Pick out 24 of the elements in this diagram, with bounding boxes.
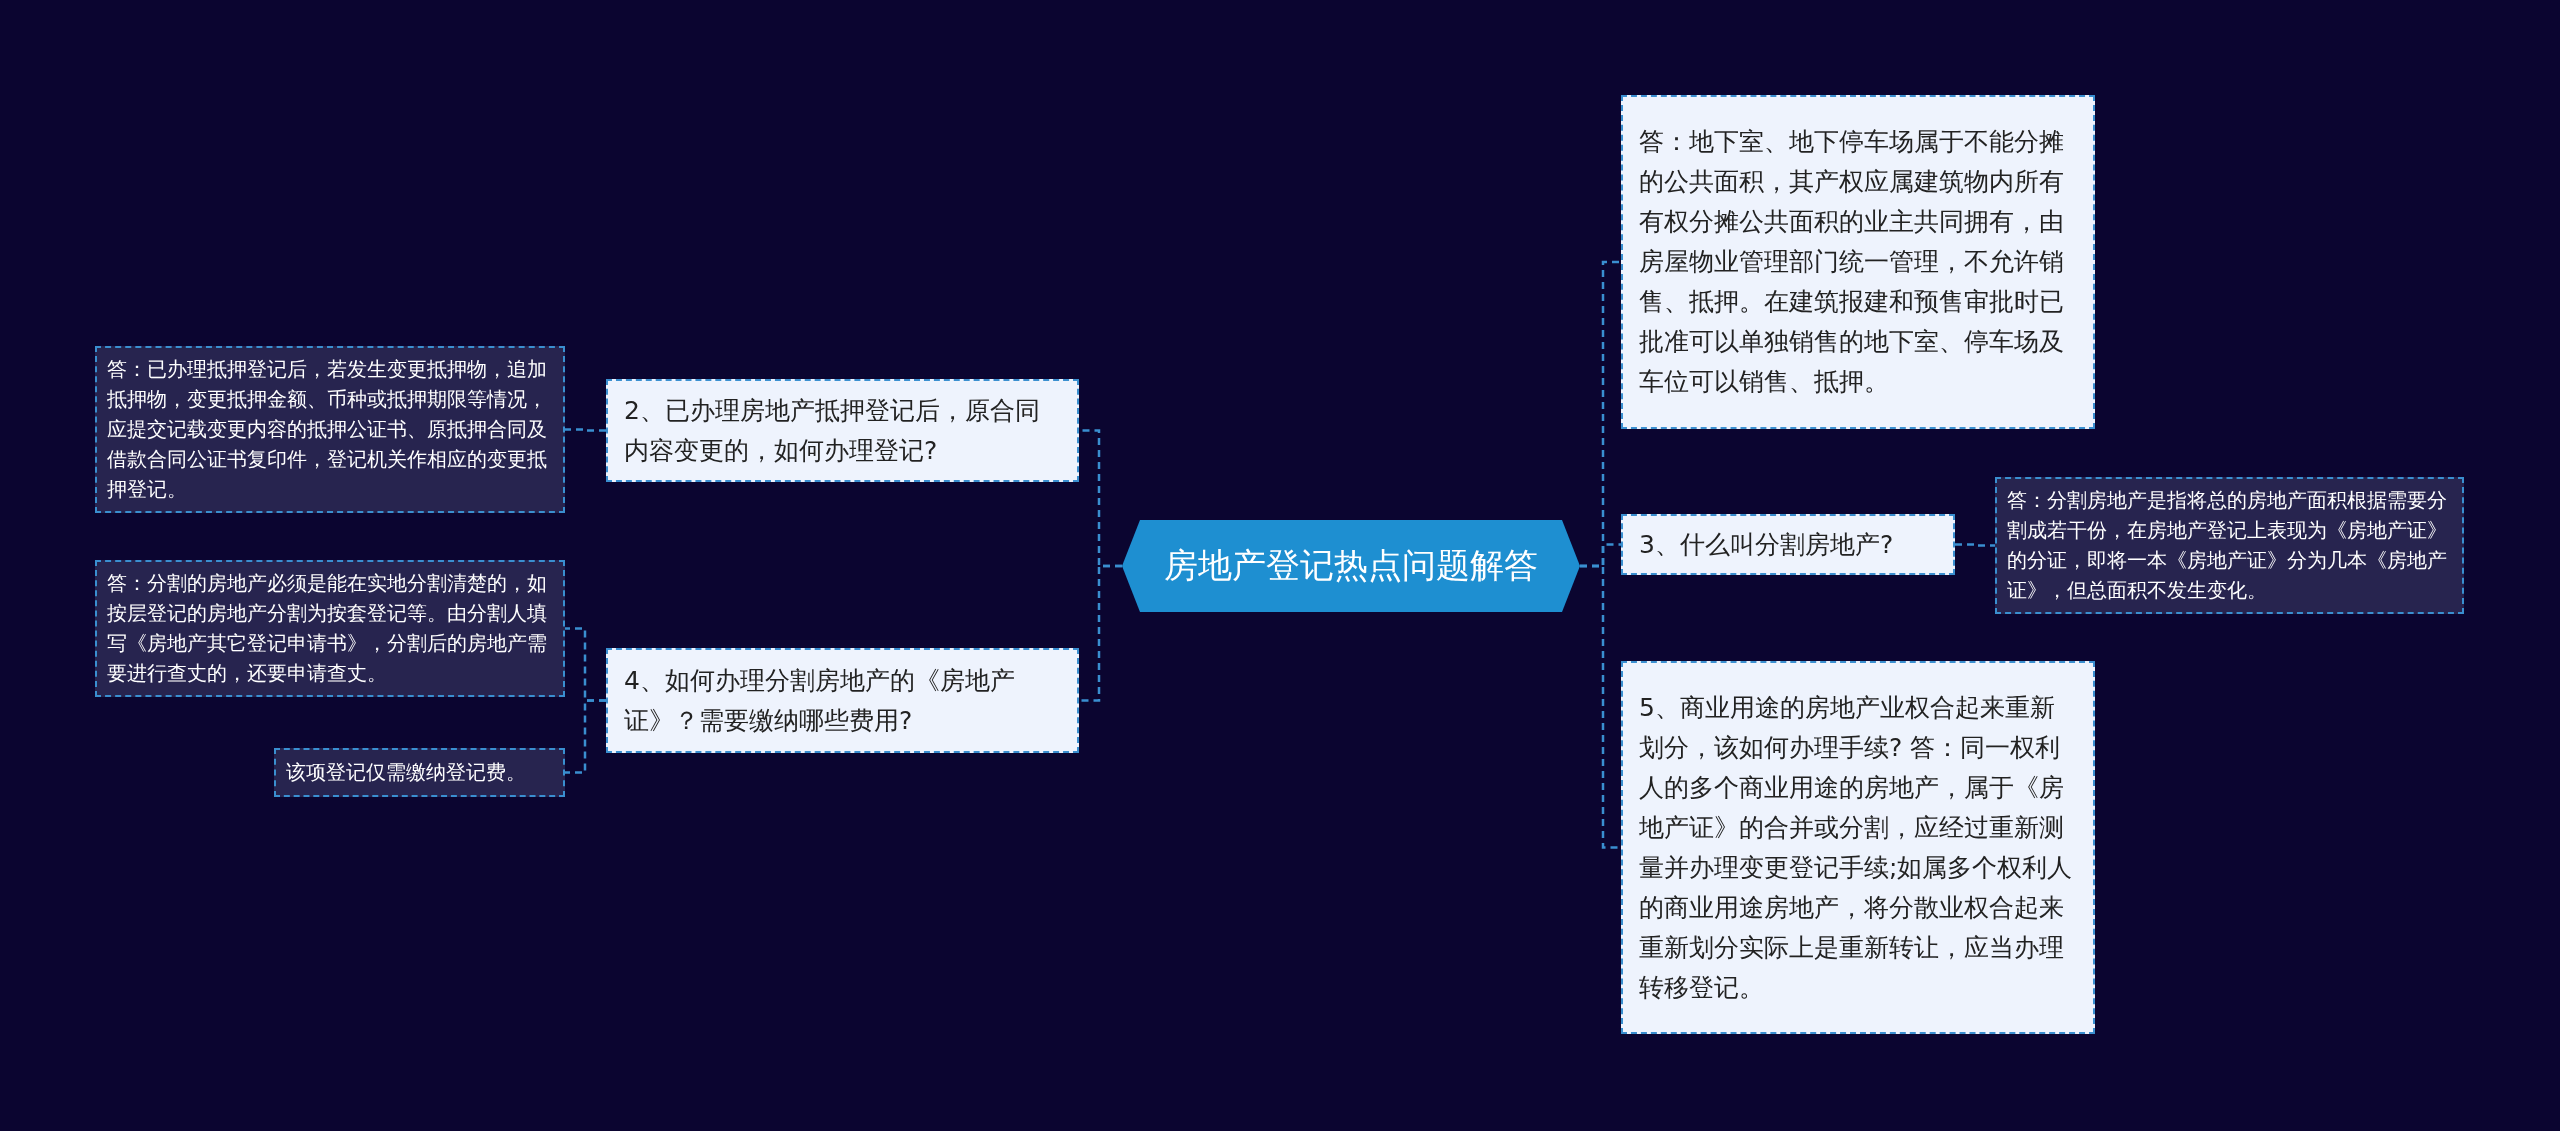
question-box (1621, 514, 1955, 575)
topic-title: 房地产登记热点问题解答 (1164, 544, 1538, 587)
question-box (606, 648, 1079, 753)
question-text: 3、什么叫分割房地产? (1639, 528, 1894, 561)
question-box (1621, 661, 2095, 1034)
answer-box (274, 748, 565, 797)
question-box (606, 379, 1079, 482)
answer-box (95, 346, 565, 513)
connector (1955, 543, 1995, 547)
answer-text: 答：分割的房地产必须是能在实地分割清楚的，如按层登记的房地产分割为按套登记等。由分割人填写《房地产其它登记申请书》，分割后的房地产需要进行查丈的，还要申请查丈。 (107, 570, 548, 687)
connector (1079, 564, 1122, 702)
connector (565, 699, 606, 774)
question-text: 答：地下室、地下停车场属于不能分摊的公共面积，其产权应属建筑物内所有有权分摊公共面积的业主共同拥有，由房屋物业管理部门统一管理，不允许销售、抵押。在建筑报建和预售审批时已批准可以单独销售的地下室、停车场及车位可以销售、抵押。 (1639, 126, 2065, 398)
question-text: 5、商业用途的房地产业权合起来重新划分，该如何办理手续? 答：同一权利人的多个商业用途的房地产，属于《房地产证》的合并或分割，应经过重新测量并办理变更登记手续;如属多个权利人的商业用途房地产，将分散业权合起来重新划分实际上是重新转让，应当办理转移登记。 (1639, 691, 2074, 1004)
question-box (1621, 95, 2095, 429)
answer-text: 答：已办理抵押登记后，若发生变更抵押物，追加抵押物，变更抵押金额、币种或抵押期限等情况，应提交记载变更内容的抵押公证书、原抵押合同及借款合同公证书复印件，登记机关作相应的变更抵押登记。 (107, 356, 548, 503)
connector (1580, 564, 1621, 849)
answer-box (95, 560, 565, 697)
question-text: 2、已办理房地产抵押登记后，原合同内容变更的，如何办理登记? (624, 394, 1041, 467)
answer-text: 该项登记仅需缴纳登记费。 (286, 759, 526, 786)
connector (565, 428, 606, 432)
answer-box (1995, 477, 2464, 614)
question-text: 4、如何办理分割房地产的《房地产证》？需要缴纳哪些费用? (624, 664, 1016, 737)
answer-text: 答：分割房地产是指将总的房地产面积根据需要分割成若干份，在房地产登记上表现为《房地产证》的分证，即将一本《房地产证》分为几本《房地产证》，但总面积不发生变化。 (2007, 487, 2448, 604)
